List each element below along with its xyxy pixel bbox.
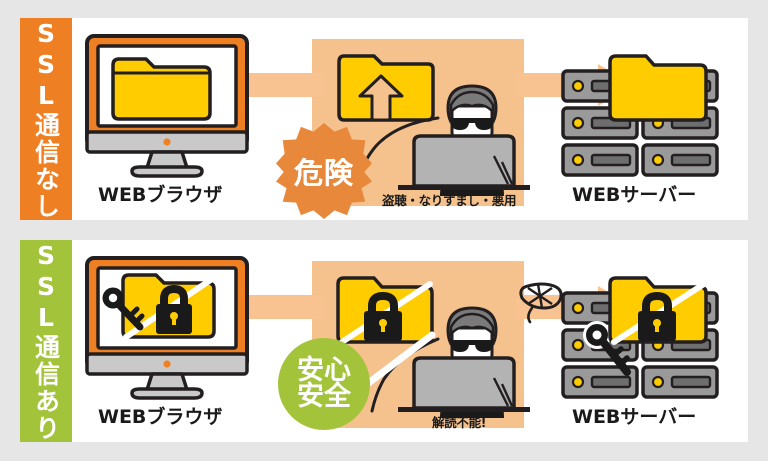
key-icon-server — [583, 321, 631, 376]
padlock-icon — [364, 291, 402, 341]
side-label-no-ssl: SSL通信なし — [20, 18, 72, 220]
server-caption-bottom: WEBサーバー — [572, 406, 697, 428]
monitor-icon — [85, 34, 249, 178]
padlock-icon — [638, 291, 676, 341]
key-icon — [102, 287, 145, 331]
folder-icon-server-top — [608, 54, 708, 122]
padlock-icon — [156, 284, 192, 334]
panel-with-ssl: SSL通信あり — [20, 240, 748, 442]
folder-lock-icon-server — [608, 276, 708, 345]
side-label-text: SSL通信なし — [31, 18, 61, 220]
panel-no-ssl: SSL通信なし — [20, 18, 748, 220]
side-label-with-ssl: SSL通信あり — [20, 240, 72, 442]
laptop-icon — [398, 134, 530, 190]
safe-badge: 安心 安全 — [278, 338, 370, 430]
attacker-note-top: 盗聴・なりすまし・悪用 — [382, 193, 517, 208]
safe-badge-line1: 安心 — [297, 355, 351, 387]
browser-caption-bottom: WEBブラウザ — [98, 406, 223, 428]
safe-badge-line2: 安全 — [297, 381, 351, 412]
safe-badge-label: 安心 安全 — [297, 355, 351, 412]
danger-badge-label: 危険 — [293, 156, 354, 190]
folder-icon — [111, 57, 212, 121]
danger-badge: 危険 — [276, 123, 372, 219]
attacker-note-bottom: 解読不能! — [432, 415, 487, 430]
laptop-icon — [398, 356, 530, 412]
browser-caption-top: WEBブラウザ — [98, 184, 223, 206]
side-label-text: SSL通信あり — [31, 240, 61, 442]
server-caption-top: WEBサーバー — [572, 184, 697, 206]
broken-key-icon — [519, 282, 563, 324]
monitor-icon — [85, 256, 249, 400]
